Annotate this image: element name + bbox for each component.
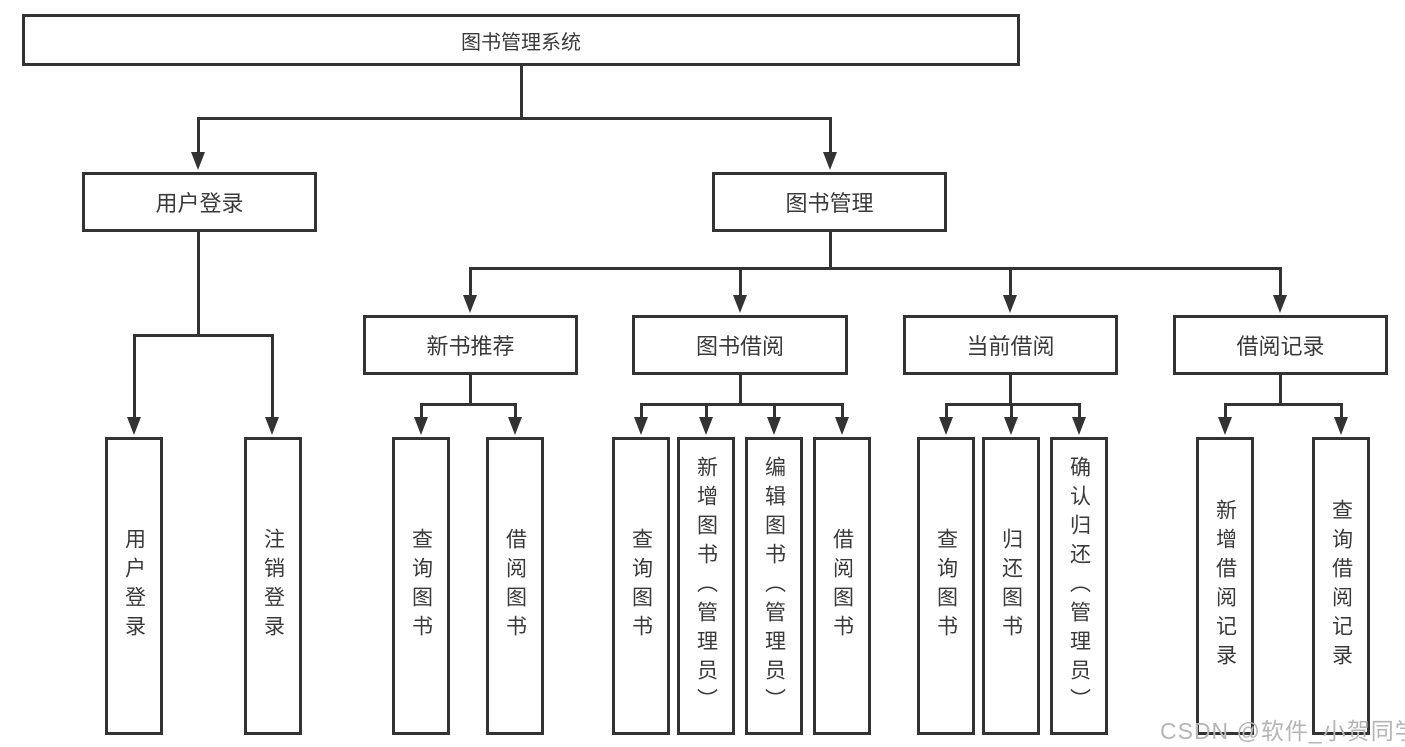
- arrow-down: [733, 295, 747, 313]
- arrow-down: [835, 417, 849, 435]
- connector-line: [704, 403, 708, 419]
- arrow-down: [1273, 295, 1287, 313]
- arrow-down: [634, 417, 648, 435]
- arrow-down: [1218, 417, 1232, 435]
- connector-line: [738, 267, 742, 297]
- connector-line: [196, 117, 200, 157]
- leaf-records-add-record: 新增借阅记录: [1196, 437, 1254, 735]
- connector-line: [1077, 403, 1081, 419]
- arrow-down: [1004, 417, 1018, 435]
- node-user-login: 用户登录: [82, 172, 317, 232]
- arrow-down: [1072, 417, 1086, 435]
- connector-line: [840, 403, 844, 419]
- arrow-down: [823, 152, 837, 170]
- leaf-borrow-add-books-admin: 新增图书（管理员）: [677, 437, 735, 735]
- connector-line: [738, 375, 742, 406]
- arrow-down: [699, 417, 713, 435]
- connector-line: [639, 403, 844, 406]
- connector-line: [468, 267, 1282, 270]
- connector-line: [1008, 375, 1012, 406]
- connector-line: [419, 403, 423, 419]
- connector-line: [519, 66, 523, 119]
- csdn-watermark: CSDN @软件_小贺同学: [1160, 718, 1405, 744]
- connector-line: [132, 334, 274, 337]
- leaf-recommend-borrow-books: 借阅图书: [486, 437, 544, 735]
- connector-line: [1339, 403, 1343, 419]
- connector-line: [1223, 403, 1227, 419]
- node-borrow-records: 借阅记录: [1173, 315, 1388, 375]
- arrow-down: [414, 417, 428, 435]
- arrow-down: [1334, 417, 1348, 435]
- connector-line: [828, 232, 832, 270]
- connector-line: [772, 403, 776, 419]
- connector-line: [270, 334, 274, 419]
- leaf-current-confirm-return-admin: 确认归还（管理员）: [1050, 437, 1108, 735]
- leaf-records-query-record: 查询借阅记录: [1312, 437, 1370, 735]
- connector-line: [1009, 403, 1013, 419]
- connector-line: [1223, 403, 1343, 406]
- connector-line: [513, 403, 517, 419]
- connector-line: [196, 117, 832, 120]
- connector-line: [639, 403, 643, 419]
- arrow-down: [767, 417, 781, 435]
- leaf-borrow-edit-books-admin: 编辑图书（管理员）: [745, 437, 803, 735]
- node-current-borrow: 当前借阅: [903, 315, 1118, 375]
- node-book-management: 图书管理: [712, 172, 947, 232]
- arrow-down: [191, 152, 205, 170]
- connector-line: [1278, 375, 1282, 406]
- leaf-user-login: 用户登录: [105, 437, 163, 735]
- connector-line: [944, 403, 1081, 406]
- connector-line: [196, 232, 200, 336]
- connector-line: [1008, 267, 1012, 297]
- node-root-library-system: 图书管理系统: [22, 14, 1020, 66]
- arrow-down: [508, 417, 522, 435]
- connector-line: [1278, 267, 1282, 297]
- leaf-logout: 注销登录: [244, 437, 302, 735]
- arrow-down: [1003, 295, 1017, 313]
- leaf-current-return-books: 归还图书: [982, 437, 1040, 735]
- arrow-down: [265, 417, 279, 435]
- connector-line: [468, 375, 472, 406]
- connector-line: [828, 117, 832, 157]
- arrow-down: [939, 417, 953, 435]
- leaf-recommend-query-books: 查询图书: [392, 437, 450, 735]
- connector-line: [944, 403, 948, 419]
- arrow-down: [127, 417, 141, 435]
- connector-line: [419, 403, 517, 406]
- connector-line: [132, 334, 136, 419]
- arrow-down: [463, 295, 477, 313]
- leaf-borrow-query-books: 查询图书: [612, 437, 670, 735]
- leaf-current-query-books: 查询图书: [917, 437, 975, 735]
- node-new-book-recommend: 新书推荐: [363, 315, 578, 375]
- node-book-borrow: 图书借阅: [632, 315, 848, 375]
- leaf-borrow-borrow-books: 借阅图书: [813, 437, 871, 735]
- connector-line: [468, 267, 472, 297]
